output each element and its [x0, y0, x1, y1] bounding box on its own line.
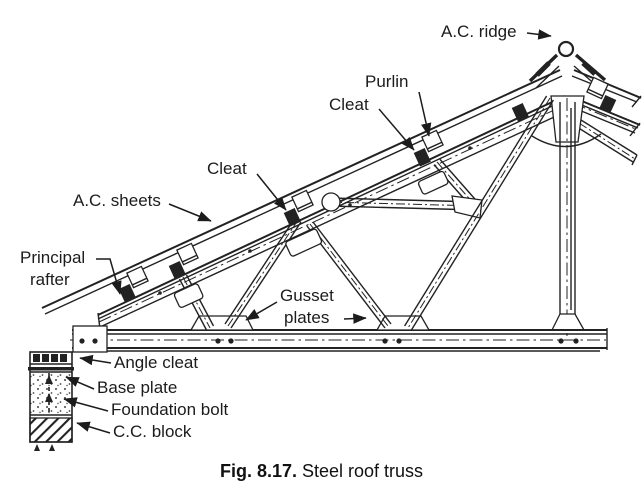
label-gusset: Gusset: [280, 286, 334, 305]
label-foundation-bolt: Foundation bolt: [111, 400, 229, 419]
caption-number: Fig. 8.17.: [219, 461, 297, 481]
label-cleat-upper: Cleat: [329, 95, 369, 114]
caption-title: Steel roof truss: [296, 461, 424, 481]
label-angle-cleat: Angle cleat: [114, 353, 199, 372]
label-principal: Principal: [20, 248, 86, 267]
label-base-plate: Base plate: [97, 378, 178, 397]
label-cc-block: C.C. block: [113, 422, 192, 441]
label-purlin: Purlin: [365, 72, 409, 91]
label-leaders: [63, 29, 552, 434]
gusset-plates: [189, 315, 431, 331]
foundation-detail: [28, 351, 74, 451]
label-rafter: rafter: [30, 270, 70, 289]
ac-ridge-cap: [528, 40, 607, 89]
base-plate-shape: [28, 367, 74, 371]
figure-caption: Fig. 8.17. Steel roof truss: [0, 461, 643, 482]
label-plates: plates: [284, 308, 330, 327]
label-ac-sheets: A.C. sheets: [73, 191, 161, 210]
rafter-gussets: [173, 170, 449, 309]
bottom-chord: [70, 325, 608, 353]
web-members: [178, 95, 554, 331]
label-ac-ridge: A.C. ridge: [441, 22, 517, 41]
king-post: [550, 98, 586, 336]
label-cleat-mid: Cleat: [207, 159, 247, 178]
